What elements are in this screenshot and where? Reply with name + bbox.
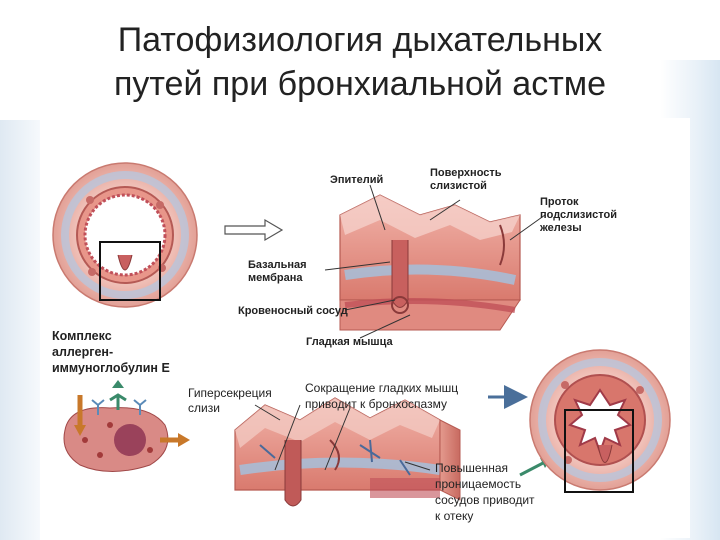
label-gland-duct-3: железы [539, 222, 582, 234]
title-line-1: Патофизиология дыхательных [117, 21, 603, 59]
label-permeability-4: к отеку [435, 509, 473, 523]
label-basal-membrane-1: Базальная [248, 259, 307, 271]
label-complex-2: аллерген- [52, 345, 113, 359]
label-mucosa-surface-2: слизистой [430, 180, 487, 192]
zoom-box-asthma [564, 409, 634, 493]
allergen-ige-complex-illustration [63, 380, 190, 472]
label-permeability-2: проницаемость [435, 477, 521, 491]
label-complex-3: иммуноглобулин Е [52, 361, 170, 375]
label-blood-vessel: Кровеносный сосуд [238, 305, 348, 317]
normal-tissue-block [339, 194, 521, 331]
zoom-arrow [224, 218, 284, 242]
label-contraction-2: приводит к бронхоспазму [305, 397, 447, 411]
edema-arrow [519, 460, 546, 477]
label-contraction-1: Сокращение гладких мышц [305, 381, 458, 395]
label-epithelium: Эпителий [330, 174, 383, 186]
label-hypersecretion-1: Гиперсекреция [188, 386, 272, 400]
label-gland-duct-1: Проток [540, 196, 579, 208]
label-gland-duct-2: подслизистой [540, 209, 617, 221]
label-complex-1: Комплекс [52, 329, 112, 343]
normal-airway-cross-section [52, 162, 198, 308]
label-hypersecretion-2: слизи [188, 401, 220, 415]
asthma-tissue-block [234, 397, 461, 507]
slide-background-left [0, 120, 40, 540]
leader-lines-top [324, 184, 546, 339]
title-line-2: путей при бронхиальной астме [113, 65, 607, 103]
slide-title: Патофизиология дыхательных путей при бро… [0, 18, 720, 106]
leader-lines-bottom [254, 404, 431, 471]
label-smooth-muscle: Гладкая мышца [306, 336, 393, 348]
label-permeability-3: сосудов приводит [435, 493, 535, 507]
asthma-airway-cross-section [529, 349, 671, 493]
label-mucosa-surface-1: Поверхность [430, 167, 502, 179]
zoom-box-normal [99, 241, 161, 301]
label-basal-membrane-2: мембрана [248, 272, 303, 284]
label-permeability-1: Повышенная [435, 461, 508, 475]
